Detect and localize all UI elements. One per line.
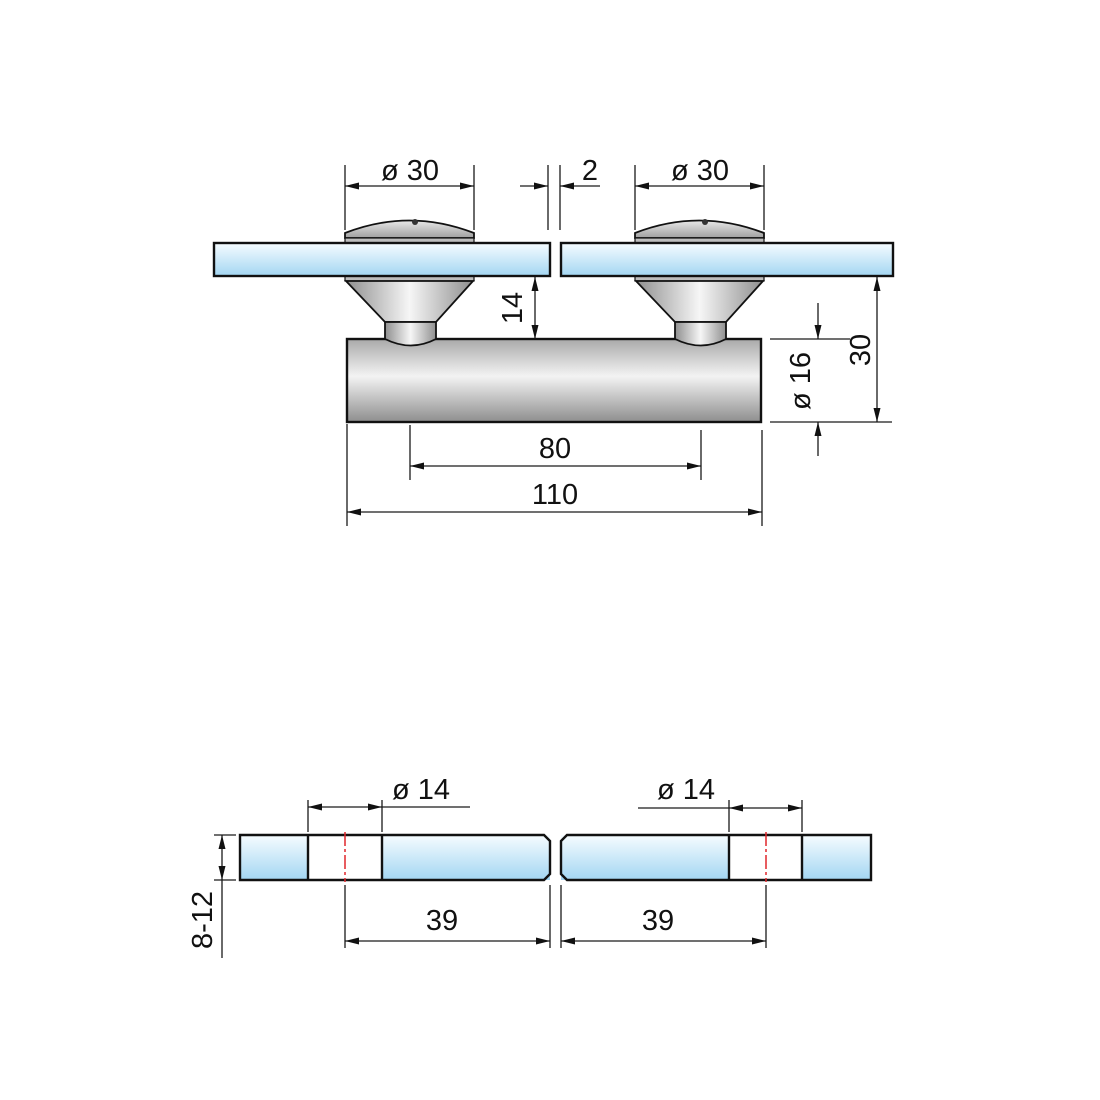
svg-text:ø 14: ø 14 <box>392 774 450 806</box>
dim-overall-height: 30 <box>845 277 892 423</box>
glass-panel-right <box>559 241 895 278</box>
svg-text:ø 14: ø 14 <box>657 774 715 806</box>
dim-left-disc-diameter: ø 30 <box>344 155 475 230</box>
dim-right-hole-diameter: ø 14 <box>638 774 803 832</box>
dim-glass-to-bar: 14 <box>497 277 539 339</box>
svg-text:80: 80 <box>539 433 571 465</box>
section-view: ø 14 ø 14 8-12 39 <box>187 774 873 958</box>
glass-panel-left <box>212 241 552 278</box>
svg-text:ø 16: ø 16 <box>785 352 817 410</box>
glass-section-right <box>559 832 873 882</box>
dim-right-edge-distance: 39 <box>560 885 767 948</box>
svg-text:ø 30: ø 30 <box>381 155 439 187</box>
right-fitting <box>633 219 766 347</box>
dim-gap: 2 <box>520 155 600 230</box>
dim-bar-diameter: ø 16 <box>770 303 850 456</box>
dim-right-disc-diameter: ø 30 <box>634 155 765 230</box>
svg-text:39: 39 <box>426 905 458 937</box>
dim-left-edge-distance: 39 <box>344 885 551 948</box>
svg-text:39: 39 <box>642 905 674 937</box>
connector-bar <box>345 337 763 424</box>
front-view: ø 30 2 ø 30 14 ø 16 <box>212 155 895 526</box>
svg-text:ø 30: ø 30 <box>671 155 729 187</box>
svg-text:30: 30 <box>845 334 877 366</box>
svg-text:14: 14 <box>497 292 529 324</box>
dim-left-hole-diameter: ø 14 <box>307 774 470 832</box>
left-fitting <box>343 219 476 347</box>
svg-text:2: 2 <box>582 155 598 187</box>
glass-section-left <box>238 832 552 882</box>
dim-glass-thickness: 8-12 <box>187 834 236 958</box>
dim-hole-spacing: 80 <box>409 425 702 480</box>
dim-bar-length: 110 <box>346 424 763 526</box>
svg-text:8-12: 8-12 <box>187 891 219 949</box>
svg-text:110: 110 <box>532 479 578 511</box>
